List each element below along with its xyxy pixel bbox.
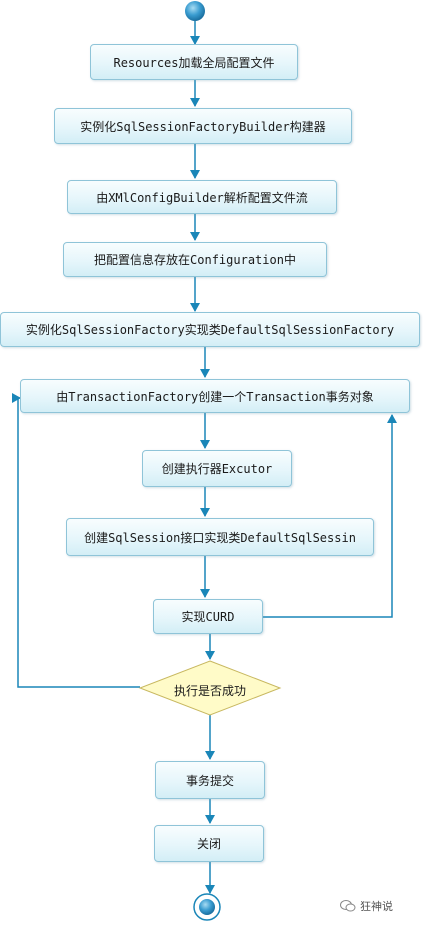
decision-label: 执行是否成功 <box>173 683 246 698</box>
arrow-loop-curd-to-transaction <box>263 414 397 618</box>
end-node-inner <box>199 899 215 915</box>
arrow-failure-to-transaction <box>12 393 140 688</box>
watermark-text: 狂神说 <box>360 900 393 913</box>
step-session-factory: 实例化SqlSessionFactory实现类DefaultSqlSession… <box>0 312 420 347</box>
step-sqlsession: 创建SqlSession接口实现类DefaultSqlSessin <box>66 518 374 556</box>
step-configuration: 把配置信息存放在Configuration中 <box>63 242 327 277</box>
wechat-logo-icon <box>340 900 356 912</box>
step-xml-parse: 由XMlConfigBuilder解析配置文件流 <box>67 180 337 214</box>
step-close: 关闭 <box>154 825 264 862</box>
start-node-icon <box>185 1 205 21</box>
step-commit: 事务提交 <box>155 761 265 799</box>
decision-diamond <box>138 660 282 716</box>
step-transaction: 由TransactionFactory创建一个Transaction事务对象 <box>20 379 410 413</box>
step-executor: 创建执行器Excutor <box>142 450 292 487</box>
watermark: 狂神说 <box>340 896 393 916</box>
step-load-config: Resources加载全局配置文件 <box>90 44 298 80</box>
step-builder: 实例化SqlSessionFactoryBuilder构建器 <box>54 108 352 144</box>
step-curd: 实现CURD <box>153 599 263 634</box>
